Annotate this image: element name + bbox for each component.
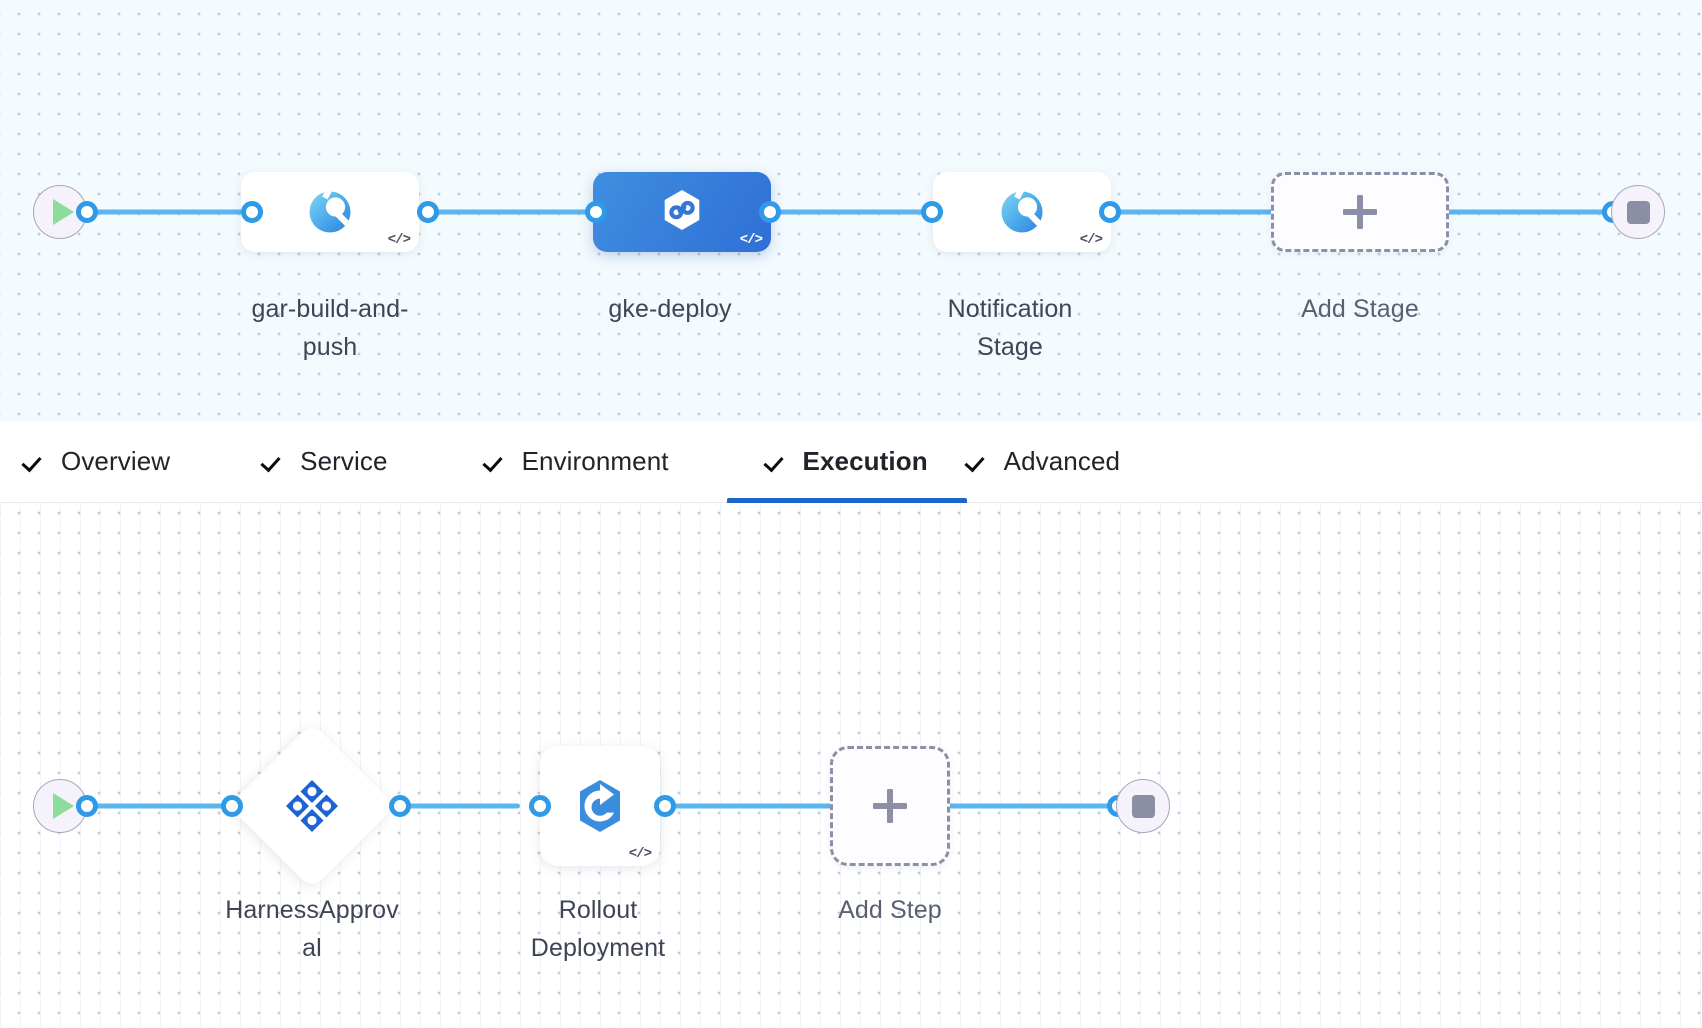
add-stage-label: Add Stage bbox=[1301, 295, 1419, 323]
play-icon bbox=[52, 793, 74, 819]
plus-icon bbox=[1343, 195, 1377, 229]
port-stage3-in[interactable] bbox=[921, 201, 943, 223]
port-rollout-out[interactable] bbox=[654, 795, 676, 817]
code-badge[interactable]: </> bbox=[739, 232, 763, 248]
tab-service[interactable]: Service bbox=[263, 422, 387, 502]
stage-label-gke-deploy: gke-deploy bbox=[608, 295, 732, 323]
step-label-harness-approval: HarnessApproval bbox=[225, 896, 399, 962]
check-icon bbox=[263, 449, 287, 473]
wire-approval-to-rollout bbox=[390, 803, 520, 809]
execution-steps-canvas[interactable]: HarnessApproval </> Rollout Deployment A… bbox=[0, 503, 1702, 1028]
harness-ci-circle-icon bbox=[303, 185, 357, 239]
pipeline-end-node[interactable] bbox=[1611, 185, 1665, 239]
stage-node-gar-build-and-push[interactable]: </> bbox=[241, 172, 419, 252]
wire-rollout-to-addstep bbox=[655, 803, 835, 809]
step-label-rollout-deployment: Rollout Deployment bbox=[530, 896, 666, 962]
tab-label: Advanced bbox=[1003, 445, 1121, 476]
port-stage1-in[interactable] bbox=[241, 201, 263, 223]
stage-label-notification-stage: Notification Stage bbox=[947, 295, 1073, 361]
tab-execution[interactable]: Execution bbox=[726, 422, 967, 503]
kubernetes-rollout-hexagon-icon bbox=[569, 775, 631, 837]
code-badge[interactable]: </> bbox=[628, 846, 652, 862]
harness-ci-circle-icon bbox=[995, 185, 1049, 239]
harness-approval-diamond-icon bbox=[283, 777, 341, 835]
stage-config-tabs: Overview Service Environment Execution A… bbox=[0, 422, 1702, 503]
code-badge[interactable]: </> bbox=[1079, 232, 1103, 248]
wire-addstage-to-end bbox=[1443, 209, 1628, 215]
stages-canvas[interactable]: </> gar-build-and-push </> gke-deploy bbox=[0, 0, 1702, 422]
wire-exec-start-to-approval bbox=[62, 803, 242, 809]
tab-active-underline bbox=[726, 498, 967, 503]
pipeline-start-node[interactable] bbox=[33, 185, 87, 239]
stop-icon bbox=[1131, 794, 1155, 818]
port-stage1-out[interactable] bbox=[417, 201, 439, 223]
port-exec-start-out[interactable] bbox=[76, 795, 98, 817]
harness-cd-hexagon-icon bbox=[655, 185, 709, 239]
check-icon bbox=[766, 449, 790, 473]
wire-stage1-to-stage2 bbox=[420, 209, 600, 215]
stage-node-notification-stage[interactable]: </> bbox=[933, 172, 1111, 252]
tab-advanced[interactable]: Advanced bbox=[967, 422, 1120, 502]
tab-label: Environment bbox=[521, 445, 669, 476]
port-stage2-in[interactable] bbox=[585, 201, 607, 223]
tab-label: Execution bbox=[802, 445, 928, 476]
tab-label: Overview bbox=[61, 445, 171, 476]
wire-stage3-to-addstage bbox=[1095, 209, 1275, 215]
stage-label-gar-build-and-push: gar-build-and-push bbox=[251, 295, 409, 361]
play-icon bbox=[52, 199, 74, 225]
port-stage2-out[interactable] bbox=[759, 201, 781, 223]
port-stage3-out[interactable] bbox=[1099, 201, 1121, 223]
port-approval-in[interactable] bbox=[221, 795, 243, 817]
port-start-out[interactable] bbox=[76, 201, 98, 223]
wire-addstep-to-exec-end bbox=[945, 803, 1120, 809]
port-approval-out[interactable] bbox=[389, 795, 411, 817]
tab-label: Service bbox=[300, 445, 388, 476]
execution-end-node[interactable] bbox=[1116, 779, 1170, 833]
port-rollout-in[interactable] bbox=[529, 795, 551, 817]
step-node-rollout-deployment[interactable]: </> bbox=[540, 746, 660, 866]
check-icon bbox=[967, 449, 991, 473]
stop-icon bbox=[1626, 200, 1650, 224]
tab-environment[interactable]: Environment bbox=[485, 422, 669, 502]
add-step-label: Add Step bbox=[838, 896, 942, 924]
plus-icon bbox=[873, 789, 907, 823]
add-step-button[interactable] bbox=[830, 746, 950, 866]
stage-node-gke-deploy[interactable]: </> bbox=[593, 172, 771, 252]
code-badge[interactable]: </> bbox=[387, 232, 411, 248]
wire-stage2-to-stage3 bbox=[760, 209, 940, 215]
step-node-harness-approval[interactable] bbox=[228, 722, 396, 890]
wire-start-to-stage1 bbox=[62, 209, 252, 215]
check-icon bbox=[24, 449, 48, 473]
check-icon bbox=[485, 449, 509, 473]
add-stage-button[interactable] bbox=[1271, 172, 1449, 252]
tab-overview[interactable]: Overview bbox=[24, 422, 170, 502]
